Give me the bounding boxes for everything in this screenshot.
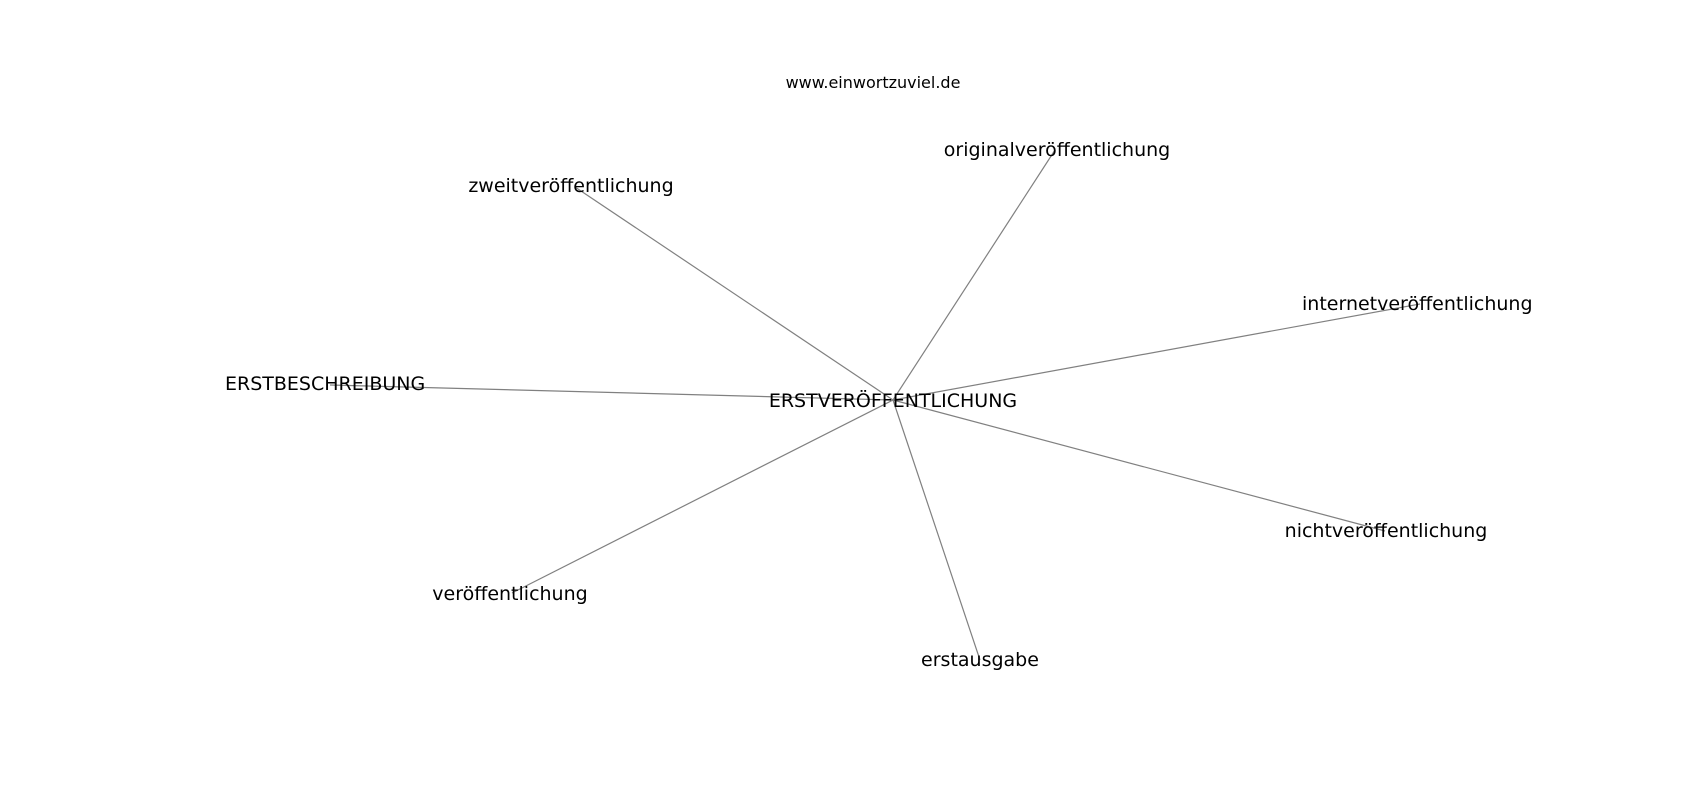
edge-line [329, 384, 894, 401]
edge-line [892, 149, 1056, 401]
edge-line [511, 399, 894, 594]
node-label: ERSTBESCHREIBUNG [225, 373, 425, 395]
site-url-label: www.einwortzuviel.de [786, 73, 961, 92]
edge-line [892, 399, 981, 661]
node-label: erstausgabe [921, 649, 1039, 671]
edge-line [892, 399, 1386, 532]
edges-group [329, 149, 1421, 661]
node-label: nichtveröffentlichung [1285, 520, 1488, 542]
node-label: internetveröffentlichung [1302, 293, 1533, 315]
node-label: zweitveröffentlichung [468, 175, 673, 197]
nodes-group: originalveröffentlichung zweitveröffentli… [225, 139, 1533, 671]
node-label: veröffentlichung [432, 583, 587, 605]
center-node-label: ERSTVERÖFFENTLICHUNG [769, 389, 1017, 412]
edge-line [892, 303, 1421, 401]
edge-line [574, 186, 894, 401]
node-label: originalveröffentlichung [944, 139, 1170, 161]
